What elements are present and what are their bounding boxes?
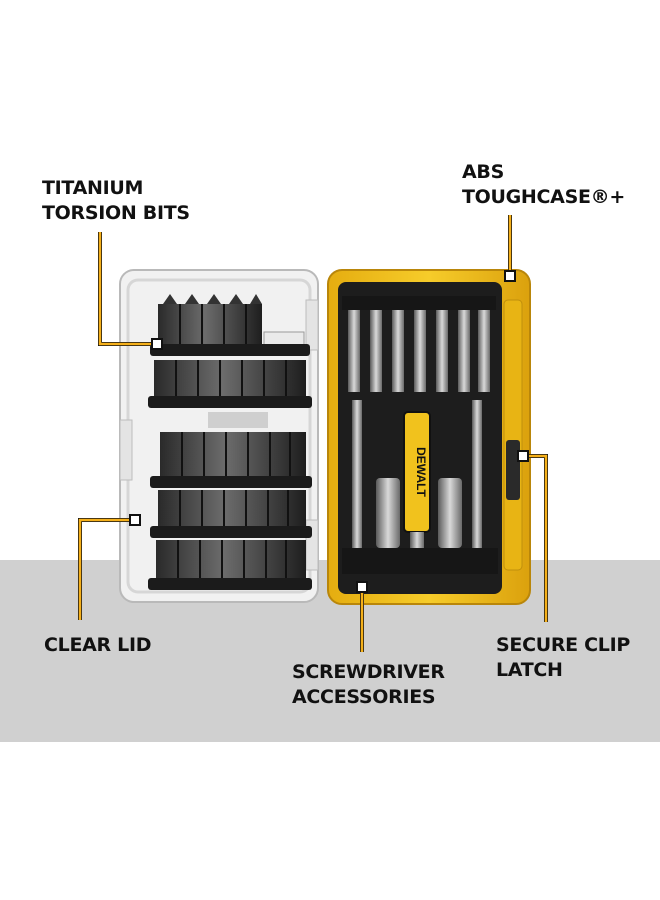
- bit-row-5: [148, 540, 312, 590]
- bit-row-4: [150, 490, 312, 538]
- bit-row-1: [150, 294, 310, 356]
- callout-clear-lid: CLEAR LID: [44, 633, 152, 658]
- screwdriver-bits: [342, 296, 496, 550]
- callout-screwdriver-accessories: SCREWDRIVER ACCESSORIES: [292, 660, 445, 710]
- magnetic-bit-holder: [403, 411, 431, 552]
- lid-emboss: [208, 412, 268, 428]
- secure-clip-latch: [506, 440, 520, 500]
- callout-secure-clip-line1: SECURE CLIP: [496, 634, 631, 656]
- callout-clear-lid-line1: CLEAR LID: [44, 634, 152, 656]
- bottom-holder-strip: [342, 548, 498, 574]
- nut-drivers: [376, 478, 462, 548]
- brand-logo: DEWALT: [414, 447, 428, 497]
- callout-lines: [78, 215, 548, 652]
- callout-abs-line2: TOUGHCASE®+: [462, 186, 625, 208]
- callout-abs-toughcase: ABS TOUGHCASE®+: [462, 160, 625, 210]
- callout-titanium-line2: TORSION BITS: [42, 202, 190, 224]
- titanium-bit-rows: [148, 294, 312, 590]
- callout-screwdriver-line2: ACCESSORIES: [292, 686, 436, 708]
- bit-row-3: [150, 432, 312, 488]
- callout-screwdriver-line1: SCREWDRIVER: [292, 661, 445, 683]
- callout-endpoints: [129, 270, 529, 593]
- callout-secure-clip-line2: LATCH: [496, 659, 563, 681]
- callout-titanium-line1: TITANIUM: [42, 177, 144, 199]
- callout-titanium-torsion-bits: TITANIUM TORSION BITS: [42, 176, 190, 226]
- callout-abs-line1: ABS: [462, 161, 504, 183]
- bit-row-2: [148, 360, 312, 408]
- callout-secure-clip-latch: SECURE CLIP LATCH: [496, 633, 630, 683]
